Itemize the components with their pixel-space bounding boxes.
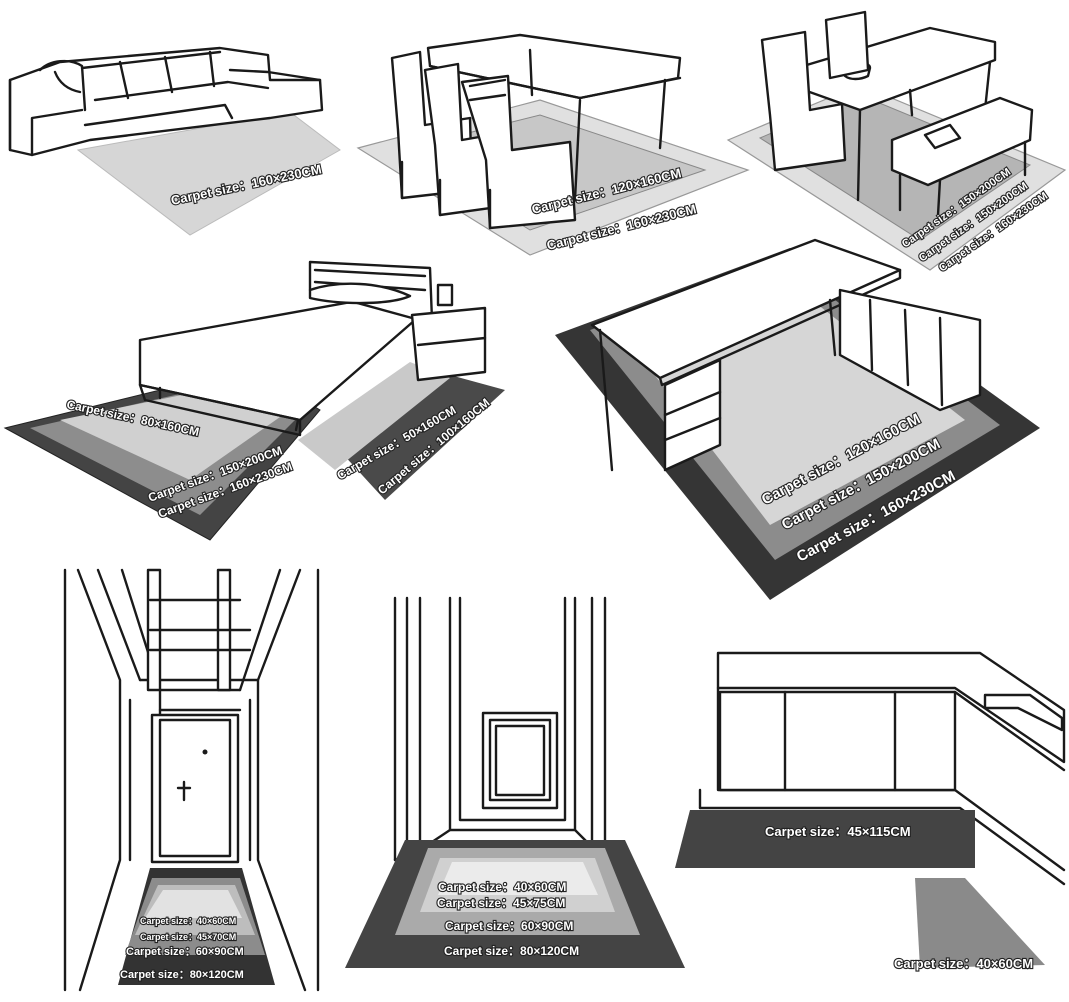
dining-table-illustration (390, 33, 682, 230)
scene-dining: Carpet size：120×160CM Carpet size：160×23… (356, 33, 750, 256)
bed-illustration (138, 260, 487, 437)
carpet-label: Carpet size：45×70CM (140, 932, 236, 942)
scene-bedroom: Carpet size：80×160CM Carpet size：150×200… (3, 260, 505, 541)
scene-entrance: Carpet size：40×60CM Carpet size：45×75CM … (345, 596, 685, 968)
scene-office: Carpet size：120×160CM Carpet size：150×20… (555, 238, 1040, 600)
scene-bench: Carpet size：150×200CM Carpet size：150×20… (726, 10, 1067, 276)
carpet-label: Carpet size：60×90CM (126, 946, 244, 958)
rug-entrance-small (438, 862, 598, 895)
carpet-label: Carpet size：40×60CM (438, 880, 566, 894)
office-desk-illustration (590, 238, 982, 472)
scene-hallway: Carpet size：40×60CM Carpet size：45×70CM … (63, 568, 320, 992)
scene-sofa: Carpet size：160×230CM (8, 46, 341, 236)
carpet-label: Carpet size：60×90CM (445, 919, 573, 933)
entrance-illustration (393, 596, 607, 862)
carpet-label: Carpet size：40×60CM (140, 916, 236, 926)
carpet-label: Carpet size：40×60CM (894, 956, 1033, 971)
bench-table-illustration (760, 10, 1034, 217)
carpet-label: Carpet size：80×120CM (444, 944, 579, 958)
carpet-label: Carpet size：80×120CM (120, 969, 244, 981)
hallway-illustration (63, 568, 320, 992)
sofa-illustration (8, 46, 324, 157)
rug-runner-large (330, 375, 505, 500)
rug-hall-small (145, 890, 242, 918)
carpet-label: Carpet size：45×115CM (765, 824, 911, 839)
carpet-label: Carpet size：45×75CM (437, 896, 565, 910)
kitchen-illustration (698, 651, 1066, 886)
rug-kitchen-runner (675, 810, 975, 868)
rug-bed-small (60, 382, 290, 480)
rug-kitchen-mat (915, 878, 1045, 968)
rug-runner-small (298, 362, 450, 470)
scene-kitchen: Carpet size：45×115CM Carpet size：40×60CM (675, 651, 1066, 972)
